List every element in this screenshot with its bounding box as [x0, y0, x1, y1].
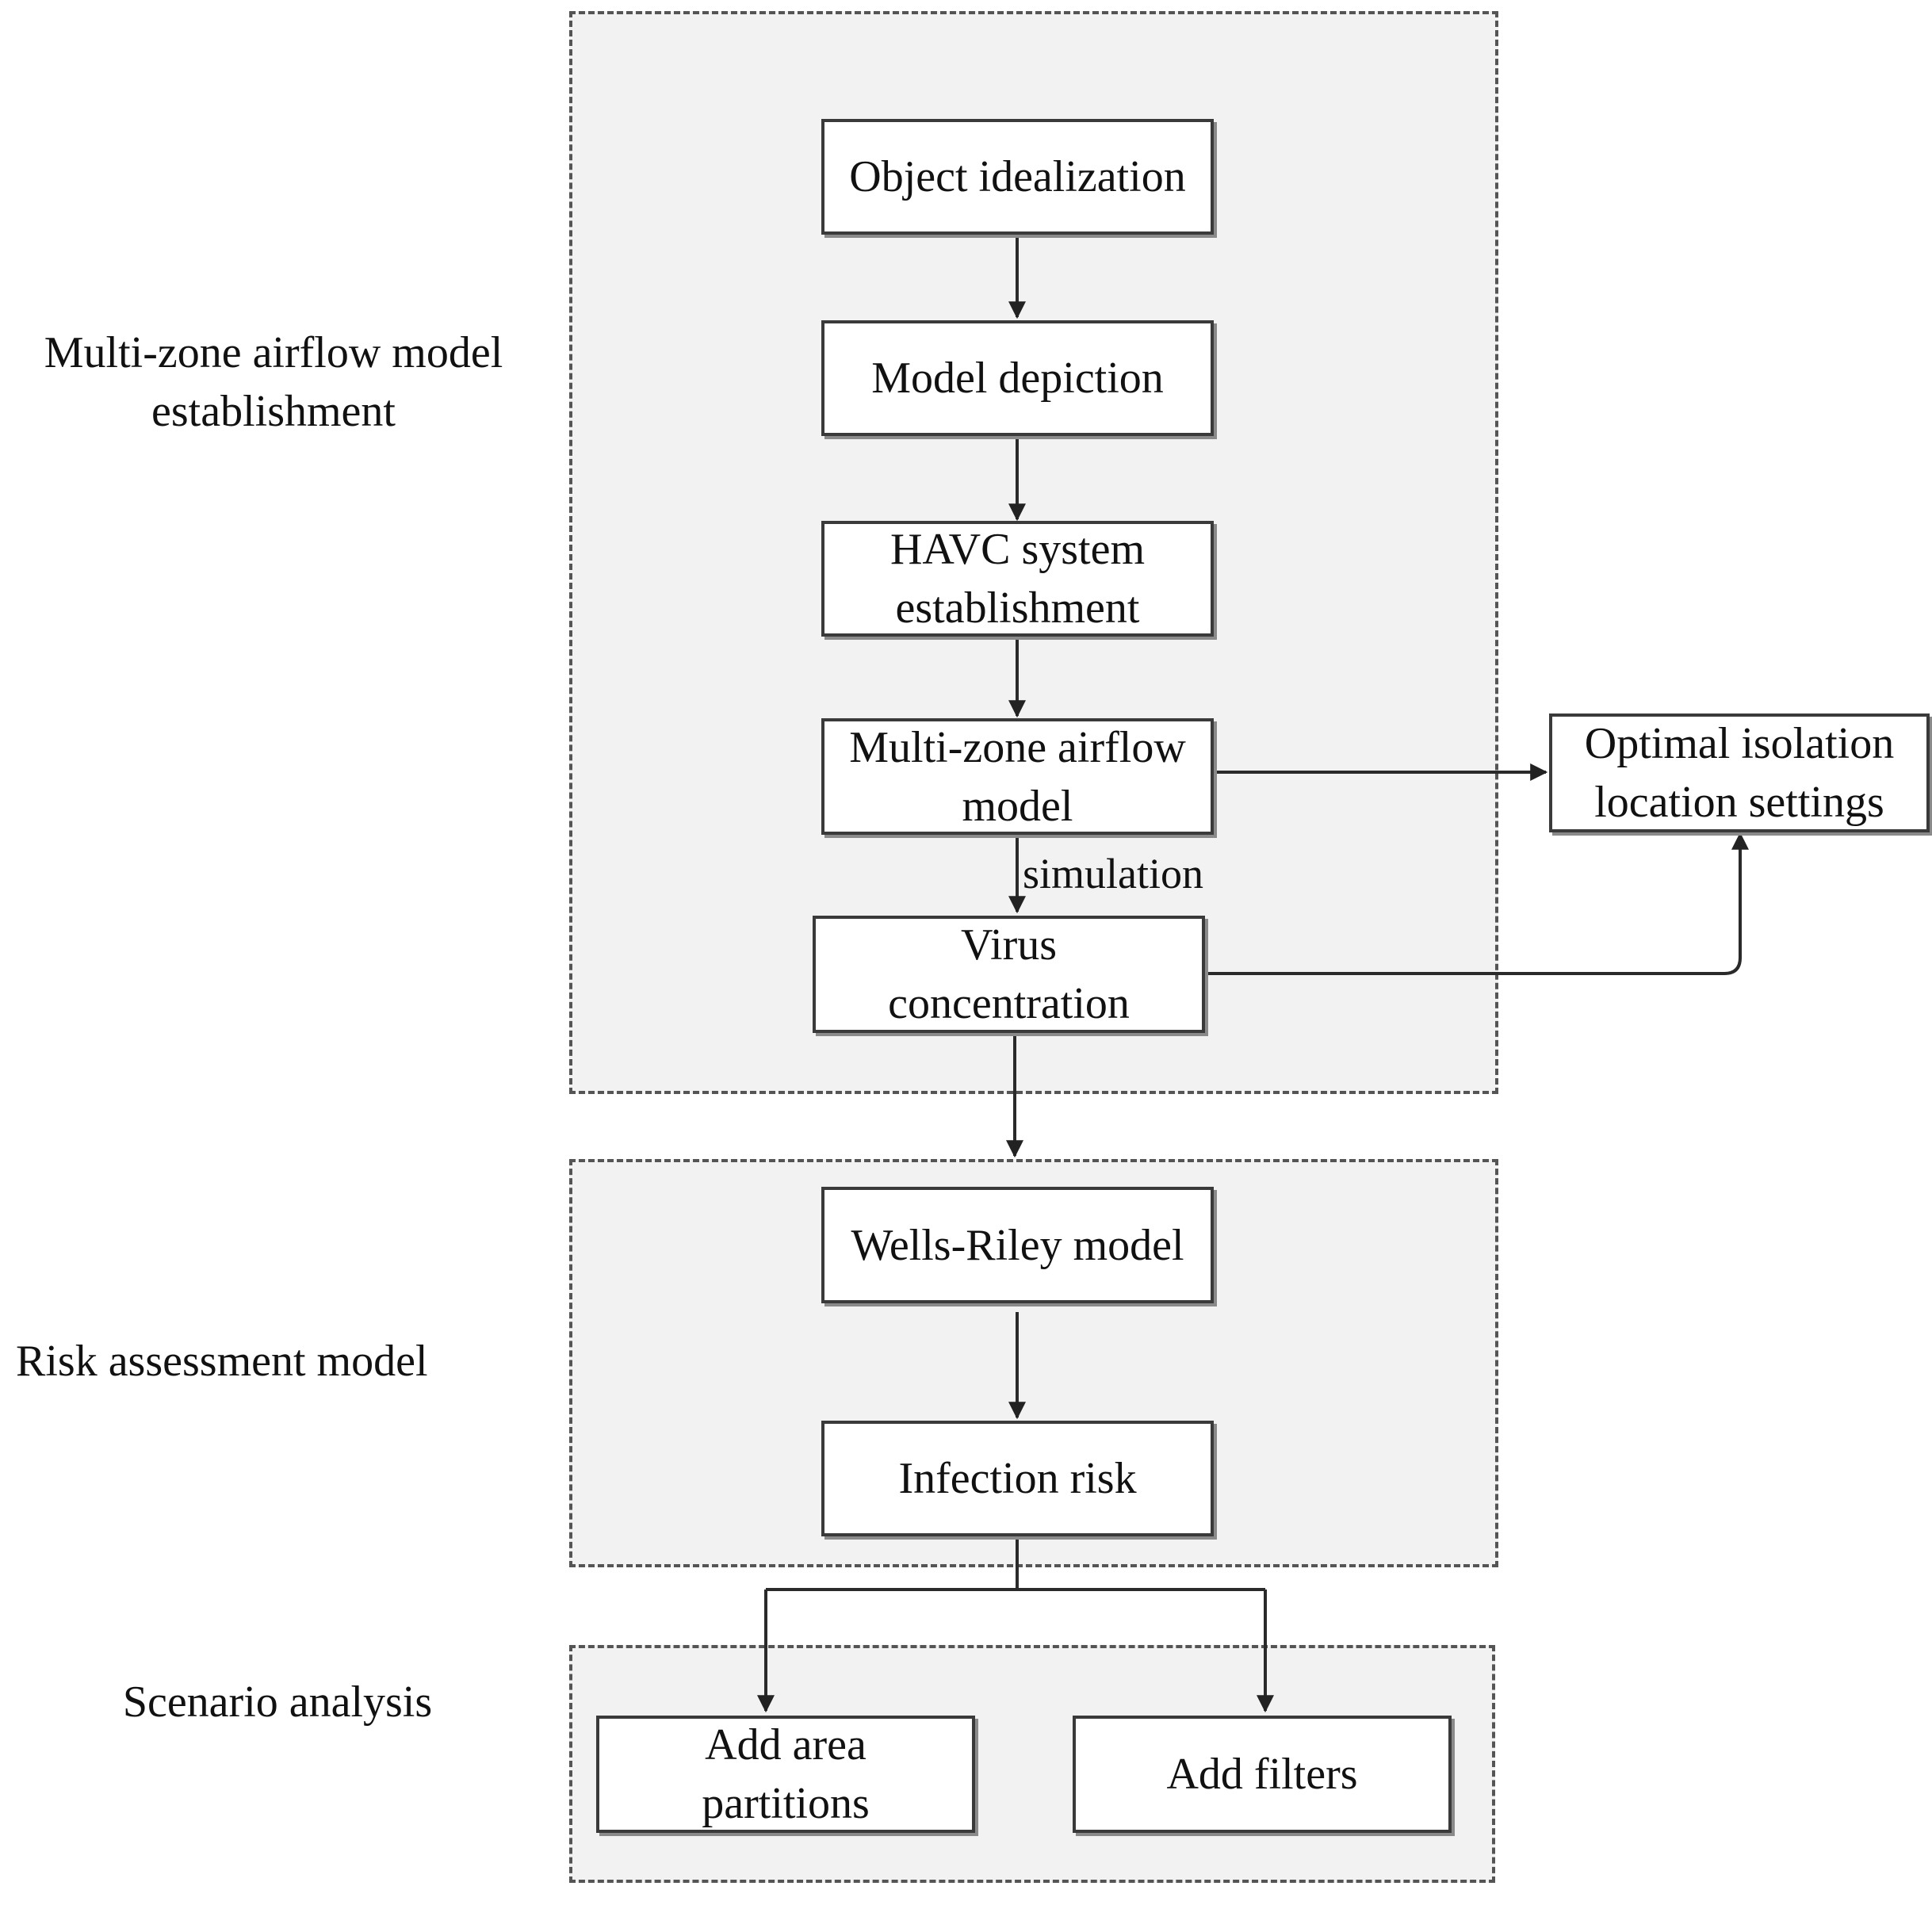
node-multizone-airflow-model: Multi-zone airflow model	[821, 718, 1214, 835]
risk-section-label: Risk assessment model	[16, 1337, 428, 1386]
node-havc-system: HAVC system establishment	[821, 521, 1214, 637]
airflow-section-label: Multi-zone airflow model establishment	[44, 328, 503, 436]
edge-virus-to-optimal	[1205, 832, 1749, 975]
node-add-area-partitions-text: Add area partitions	[702, 1720, 870, 1828]
node-virus-concentration-text: Virus concentration	[888, 920, 1130, 1028]
node-add-filters: Add filters	[1073, 1716, 1452, 1833]
node-infection-risk: Infection risk	[821, 1421, 1214, 1536]
node-virus-concentration: Virus concentration	[813, 916, 1205, 1033]
node-add-area-partitions: Add area partitions	[596, 1716, 975, 1833]
node-object-idealization: Object idealization	[821, 119, 1214, 235]
node-add-filters-text: Add filters	[1166, 1750, 1358, 1799]
node-havc-system-text: HAVC system establishment	[889, 525, 1145, 633]
edge-infection-to-scenarios	[766, 1536, 1265, 1591]
node-object-idealization-text: Object idealization	[849, 152, 1186, 201]
node-optimal-isolation: Optimal isolation location settings	[1549, 713, 1930, 832]
node-model-depiction: Model depiction	[821, 320, 1214, 436]
node-multizone-airflow-model-text: Multi-zone airflow model	[849, 722, 1186, 831]
scenario-section-label: Scenario analysis	[122, 1678, 433, 1727]
node-wells-riley-model-text: Wells-Riley model	[851, 1220, 1184, 1270]
node-wells-riley-model: Wells-Riley model	[821, 1187, 1214, 1303]
node-optimal-isolation-text: Optimal isolation location settings	[1584, 719, 1895, 827]
simulation-edge-label: simulation	[1023, 850, 1203, 897]
node-model-depiction-text: Model depiction	[871, 354, 1164, 403]
node-infection-risk-text: Infection risk	[898, 1454, 1137, 1503]
